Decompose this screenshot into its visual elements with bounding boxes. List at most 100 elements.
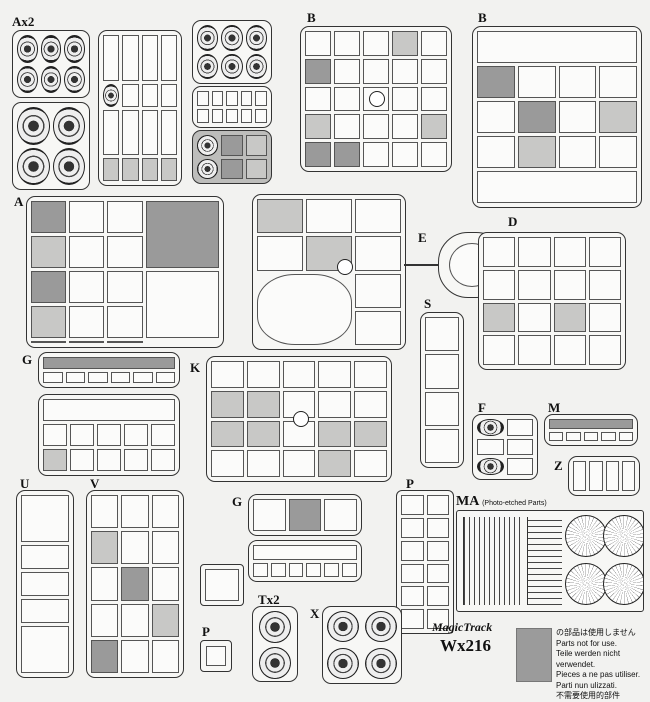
- sprue-part: [334, 142, 360, 167]
- sprue-part: [257, 236, 303, 271]
- sprue-part: [517, 136, 556, 168]
- sprue-part: [553, 302, 586, 333]
- sprue-part: [324, 499, 357, 531]
- sprue-part: [91, 495, 119, 529]
- sprue-part: [318, 361, 352, 388]
- sprue-part: [91, 603, 119, 637]
- sprue-part: [553, 269, 586, 300]
- sprue-part: [421, 86, 447, 112]
- sprue-part: [43, 399, 175, 421]
- return-roller: [221, 25, 243, 51]
- sprue-part: [553, 335, 586, 365]
- sprue-part: [305, 142, 331, 167]
- sprue-part: [477, 31, 637, 63]
- sprue-label-a: A: [14, 194, 24, 209]
- sprue-f: [472, 414, 538, 480]
- sprue-part: [483, 269, 516, 300]
- sprue-label-ax2: Ax2: [12, 14, 35, 29]
- sprue-part: [226, 91, 238, 106]
- sprue-part: [122, 109, 139, 156]
- sprue-part: [621, 461, 635, 491]
- return-roller: [245, 53, 267, 79]
- sprue-part: [601, 431, 616, 441]
- sprue-part: [245, 135, 267, 156]
- sprocket-wheel: [17, 107, 50, 145]
- sprue-part: [599, 101, 637, 133]
- sprue-part: [97, 449, 121, 471]
- sprocket-wheel: [52, 147, 85, 185]
- sprue-part: [151, 531, 179, 565]
- sprue-part: [618, 431, 633, 441]
- sprue-part: [103, 158, 120, 181]
- brand-logo: MagicTrack: [432, 620, 493, 634]
- sprue-part: [253, 545, 357, 560]
- sprue-part: [282, 361, 316, 388]
- sprue-label-p2: P: [202, 624, 210, 639]
- etched-fret-circle: [603, 515, 643, 557]
- notice-en: Parts not for use.: [556, 638, 617, 648]
- sprue-part: [211, 420, 244, 448]
- sprue-part: [160, 158, 177, 181]
- sprue-part: [425, 317, 459, 352]
- sprue-part: [257, 199, 303, 234]
- sprue-b1: [300, 26, 452, 172]
- sprue-ax2-grey: [192, 130, 272, 184]
- hatch-ring: [145, 271, 219, 338]
- sprue-part: [425, 354, 459, 389]
- sprue-part: [355, 273, 401, 308]
- sprue-g1-top: [38, 352, 180, 388]
- sprue-part: [151, 449, 175, 471]
- sprue-part: [518, 237, 551, 267]
- sprue-part: [588, 237, 621, 267]
- sprue-part: [599, 66, 637, 98]
- sprue-label-ma-sub: (Photo-etched Parts): [482, 500, 547, 507]
- sprue-v-plate: [200, 564, 244, 606]
- idler-wheel: [365, 611, 397, 642]
- sprue-part: [124, 449, 148, 471]
- sprue-part: [573, 461, 587, 491]
- sprue-part: [306, 236, 352, 271]
- sprue-part: [21, 598, 69, 623]
- sprue-part: [354, 390, 387, 418]
- sprue-part: [558, 101, 597, 133]
- sprue-part: [355, 199, 401, 234]
- sprue-part: [425, 428, 459, 463]
- sprue-part: [151, 424, 175, 446]
- etched-fret-circle: [565, 563, 607, 605]
- sprue-part: [354, 361, 387, 388]
- sprue-part: [363, 31, 389, 56]
- sprue-a: [26, 196, 224, 348]
- sprue-part: [69, 306, 105, 338]
- sprue-part: [588, 302, 621, 333]
- sprue-part: [151, 603, 179, 637]
- sprue-part: [426, 495, 449, 515]
- sprue-g2-top: [248, 494, 362, 536]
- sprue-v: [86, 490, 184, 678]
- sprue-part: [306, 199, 352, 234]
- sprue-part: [506, 419, 533, 436]
- sprue-part: [549, 419, 633, 429]
- sprue-part: [133, 371, 153, 383]
- road-wheel: [40, 65, 62, 93]
- sprue-part: [43, 424, 67, 446]
- sprue-part: [122, 35, 139, 81]
- sprue-part: [589, 461, 603, 491]
- sprue-part: [107, 341, 143, 343]
- sprue-part: [240, 91, 253, 106]
- sprue-part: [221, 135, 243, 156]
- sprue-label-b2: B: [478, 10, 487, 25]
- sprue-ax2-small-parts: [192, 86, 272, 128]
- sprue-part: [306, 562, 322, 577]
- etched-strip: [527, 517, 562, 605]
- sprue-part: [121, 531, 149, 565]
- sprue-part: [355, 310, 401, 345]
- sprue-tx2: [252, 606, 298, 682]
- sprue-part: [483, 237, 516, 267]
- sprue-part: [43, 449, 67, 471]
- sprue-part: [43, 371, 63, 383]
- sprue-part: [103, 35, 120, 81]
- sprue-label-u: U: [20, 476, 30, 491]
- sprue-m: [544, 414, 638, 446]
- sprue-part: [355, 236, 401, 271]
- sprue-g2-bottom: [248, 540, 362, 582]
